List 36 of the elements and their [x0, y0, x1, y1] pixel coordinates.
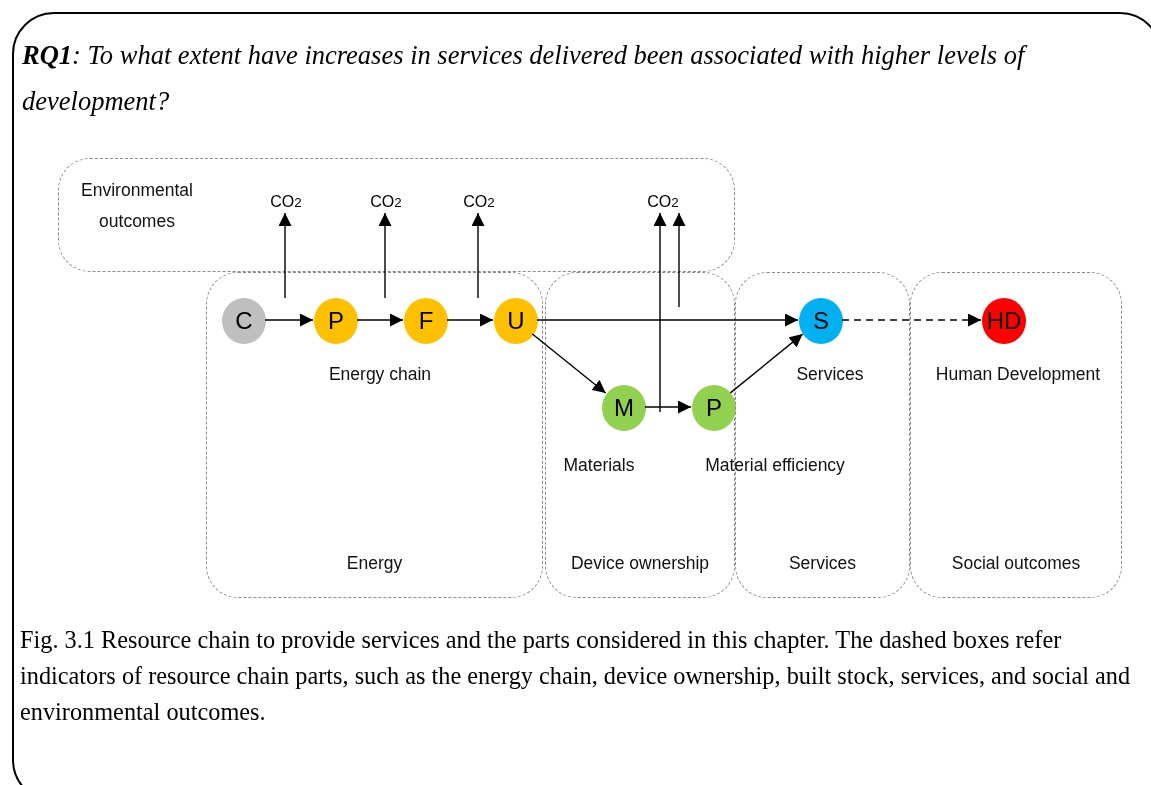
arrow — [531, 333, 607, 394]
part-label: Materials — [563, 455, 635, 476]
part-label: Energy chain — [328, 364, 432, 385]
arrow — [653, 212, 667, 413]
circle-node: C — [222, 298, 266, 344]
group-title: Services — [787, 552, 858, 575]
circle-node: U — [494, 298, 538, 344]
circle-node: M — [602, 385, 646, 431]
part-label: Services — [796, 364, 864, 385]
dashed-group-box — [206, 272, 543, 598]
dashed-arrow — [841, 313, 982, 327]
arrow — [264, 313, 314, 327]
dashed-group-box — [910, 272, 1122, 598]
circle-node: S — [799, 298, 843, 344]
arrow — [278, 212, 292, 299]
arrow — [672, 212, 686, 308]
arrow — [378, 212, 392, 299]
part-label: Human Development — [935, 364, 1101, 385]
figure-caption: Fig. 3.1 Resource chain to provide services and the parts considered in this chapter. The dashed boxes refer indicators of resource chain parts, such as the energy chain, device ownership, built stock, services, and social and environmental outcomes. — [20, 625, 1132, 727]
group-title: Social outcomes — [950, 552, 1082, 575]
arrow — [644, 400, 692, 414]
arrow — [471, 212, 485, 299]
arrow — [729, 333, 804, 394]
arrow — [536, 313, 799, 327]
part-label: Material efficiency — [705, 455, 845, 476]
arrow — [356, 313, 404, 327]
circle-node: HD — [982, 298, 1026, 344]
arrow — [446, 313, 494, 327]
question-title: RQ1: To what extent have increases in services delivered been associated with higher levels of development? — [22, 32, 1150, 124]
group-title: Environmental outcomes — [80, 179, 194, 233]
dashed-group-box — [58, 158, 735, 272]
group-title: Device ownership — [569, 552, 711, 575]
circle-node: F — [404, 298, 448, 344]
circle-node: P — [314, 298, 358, 344]
circle-node: P — [692, 385, 736, 431]
group-title: Energy — [345, 552, 404, 575]
